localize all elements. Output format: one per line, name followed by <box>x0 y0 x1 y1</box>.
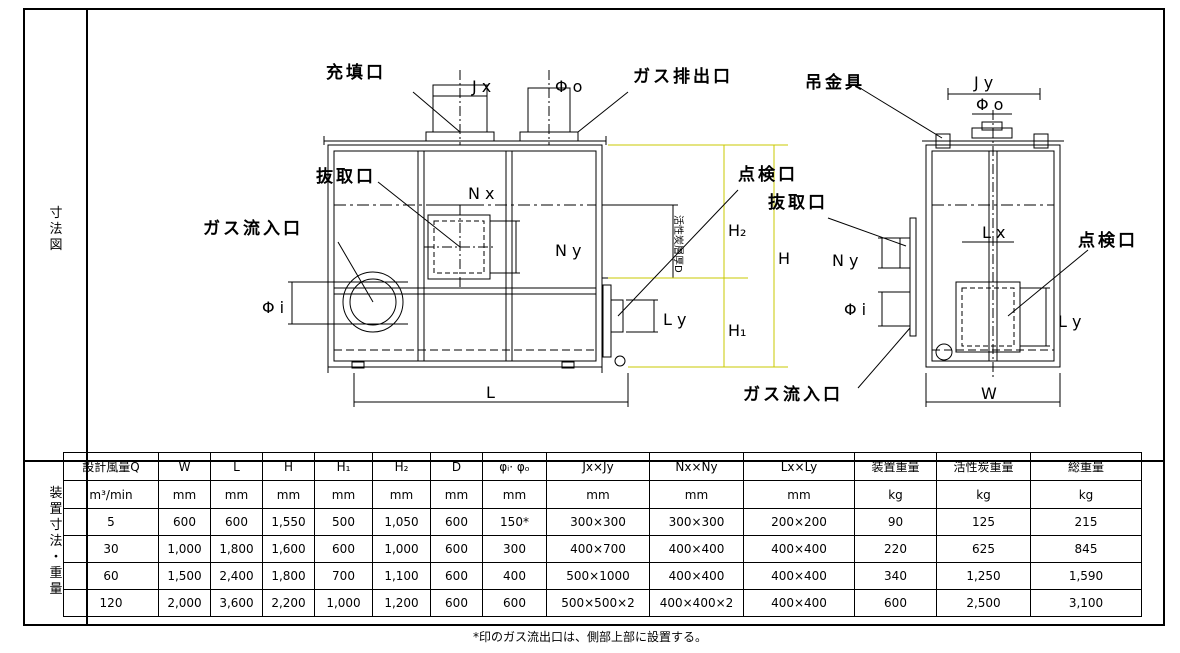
inspection-port-side <box>955 281 1021 353</box>
footnote: *印のガス流出口は、側部上部に設置する。 <box>472 630 707 644</box>
drawing-section-label: 寸 法 図 <box>49 206 63 253</box>
spec-table: 設計風量Q W L H H₁ H₂ D φᵢ· φₒ Jx×Jy Nx×Ny L… <box>63 452 1142 617</box>
h1-label: H₁ <box>728 321 746 340</box>
nx-label: N x <box>468 184 495 203</box>
label-column-divider <box>86 10 88 624</box>
gas-inlet-side <box>935 343 953 361</box>
jx-label: J x <box>471 77 491 96</box>
gas-inlet-front-leader <box>337 241 374 303</box>
extract-port-side <box>899 237 911 269</box>
front-foot <box>351 361 365 369</box>
phi-o-side-label: Φ o <box>976 95 1003 114</box>
ly-side-label: L y <box>1058 312 1081 331</box>
h-label: H <box>778 249 790 268</box>
front-body <box>327 144 603 368</box>
dimension-drawing: 充填口 ガス排出口 抜取口 点検口 ガス流入口 吊金具 抜取口 点検口 ガス流入… <box>88 10 1165 461</box>
side-plate <box>909 217 917 337</box>
table-row: 5 600 600 1,550 500 1,050 600 150* 300×3… <box>63 508 1142 536</box>
table-row: 120 2,000 3,600 2,200 1,000 1,200 600 60… <box>63 589 1142 617</box>
inspection-port-front-label: 点検口 <box>738 164 798 185</box>
hanger-leader <box>859 87 943 139</box>
gas-inlet-pipe <box>349 278 397 326</box>
lx-label: L x <box>982 223 1005 242</box>
drawing-canvas: 充填口 ガス排出口 抜取口 点検口 ガス流入口 吊金具 抜取口 点検口 ガス流入… <box>203 62 1138 407</box>
gas-outlet-label: ガス排出口 <box>633 66 733 87</box>
h2-label: H₂ <box>728 221 746 240</box>
carbon-layer-label: 活性炭層厚D <box>672 215 685 273</box>
inspection-port-side-label: 点検口 <box>1078 230 1138 251</box>
w-label: W <box>981 384 997 403</box>
extract-port-front-label: 抜取口 <box>316 166 376 187</box>
l-label: L <box>486 383 495 402</box>
front-view <box>288 70 788 407</box>
side-view <box>827 87 1089 407</box>
inspection-port-front-leader <box>617 189 739 317</box>
inspection-port-side-leader <box>1007 249 1089 317</box>
gas-inlet-side-leader <box>857 327 911 389</box>
hanger-label: 吊金具 <box>805 72 865 93</box>
front-foot <box>561 361 575 369</box>
fill-port-leader <box>412 91 461 133</box>
extract-port-side-label: 抜取口 <box>768 192 828 213</box>
front-body-inner <box>333 150 597 362</box>
gas-inlet-front-label: ガス流入口 <box>203 218 303 239</box>
table-row: 30 1,000 1,800 1,600 600 1,000 600 300 4… <box>63 535 1142 563</box>
table-row: 60 1,500 2,400 1,800 700 1,100 600 400 5… <box>63 562 1142 590</box>
table-unit-row: m³/min mm mm mm mm mm mm mm mm mm mm kg … <box>63 480 1142 509</box>
ny-side-label: N y <box>832 251 859 270</box>
gas-outlet-leader <box>577 91 629 133</box>
phi-i-label: Φ i <box>262 298 284 317</box>
jy-label: J y <box>973 73 993 92</box>
gas-inlet-side-label: ガス流入口 <box>743 384 843 405</box>
side-outlet <box>971 127 1013 139</box>
table-header-row: 設計風量Q W L H H₁ H₂ D φᵢ· φₒ Jx×Jy Nx×Ny L… <box>63 452 1142 481</box>
fill-port-label: 充填口 <box>326 62 386 83</box>
hanger-right <box>1033 133 1049 149</box>
hanger-left <box>935 133 951 149</box>
inspection-port-front-plate <box>602 284 612 358</box>
phi-o-label: Φ o <box>555 77 582 96</box>
table-section-label: 装 置 寸 法 ・ 重 量 <box>49 486 63 597</box>
gas-inlet-flange <box>342 271 404 333</box>
phi-i-side-label: Φ i <box>844 300 866 319</box>
inspection-port-front <box>610 299 624 333</box>
ny-label: N y <box>555 241 582 260</box>
extract-port-front-leader <box>377 181 461 248</box>
extract-port-side-leader <box>827 217 907 247</box>
spec-sheet-frame: 寸 法 図 装 置 寸 法 ・ 重 量 <box>23 8 1165 626</box>
ly-label: L y <box>663 310 686 329</box>
